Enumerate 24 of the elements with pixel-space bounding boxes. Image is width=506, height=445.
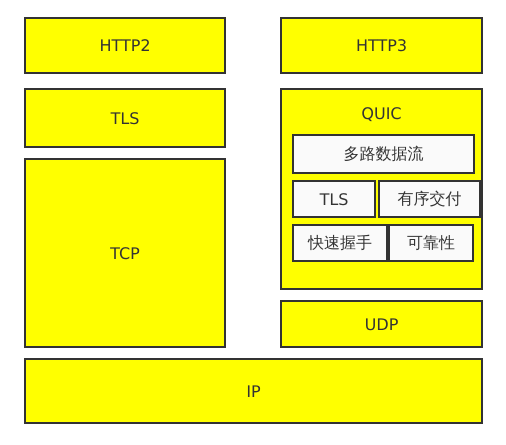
feature-label: 有序交付 <box>398 188 462 210</box>
protocol-label: TCP <box>110 244 140 262</box>
protocol-label: HTTP3 <box>356 36 408 55</box>
protocol-layer-box <box>24 17 226 74</box>
protocol-layer-box <box>24 88 226 148</box>
protocol-layer-box <box>24 358 483 424</box>
protocol-layer-box <box>280 300 483 348</box>
protocol-label: QUIC <box>361 104 402 123</box>
feature-box <box>292 180 376 218</box>
feature-label: 可靠性 <box>407 232 455 254</box>
feature-box <box>292 134 475 174</box>
feature-box <box>388 224 474 262</box>
feature-label: 多路数据流 <box>344 144 424 164</box>
protocol-label: TLS <box>110 108 140 128</box>
protocol-group-box <box>280 88 483 290</box>
feature-label: TLS <box>320 190 348 208</box>
protocol-layer-box <box>280 17 483 74</box>
feature-box <box>292 224 388 262</box>
protocol-label: HTTP2 <box>99 36 151 55</box>
protocol-label: IP <box>246 382 261 400</box>
feature-label: 快速握手 <box>308 232 372 254</box>
protocol-layer-box <box>24 158 226 348</box>
feature-box <box>378 180 481 218</box>
protocol-label: UDP <box>364 314 398 334</box>
